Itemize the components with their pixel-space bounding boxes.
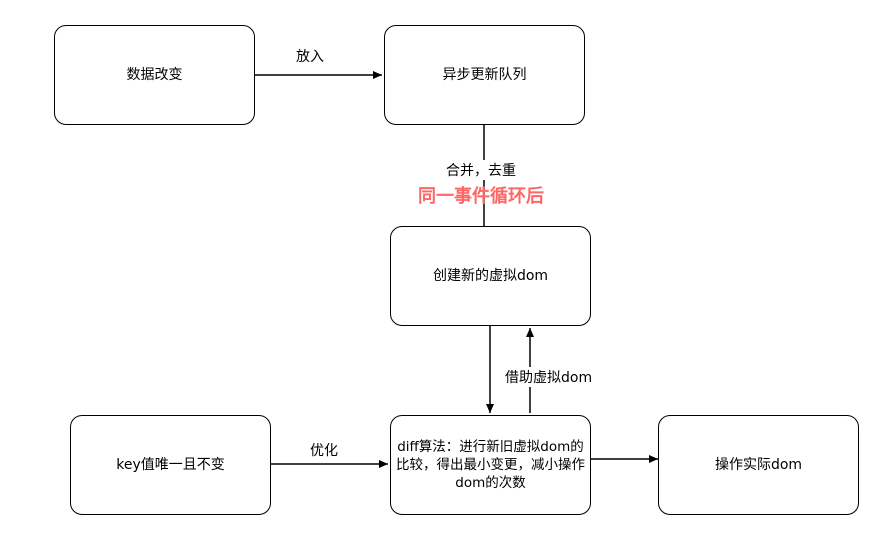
- node-key-unique: key值唯一且不变: [70, 415, 271, 515]
- node-async-queue: 异步更新队列: [384, 25, 585, 125]
- label-optimize: 优化: [310, 443, 338, 459]
- node-real-dom: 操作实际dom: [658, 415, 859, 515]
- label-via-vdom: 借助虚拟dom: [505, 367, 593, 387]
- label-put-in: 放入: [296, 49, 324, 65]
- label-merge: 合并，去重: [446, 160, 516, 180]
- node-diff: diff算法：进行新旧虚拟dom的比较，得出最小变更，减小操作dom的次数: [390, 415, 591, 515]
- node-create-vdom: 创建新的虚拟dom: [390, 226, 591, 326]
- label-after-event-loop: 同一事件循环后: [418, 186, 544, 207]
- node-data-change: 数据改变: [54, 25, 255, 125]
